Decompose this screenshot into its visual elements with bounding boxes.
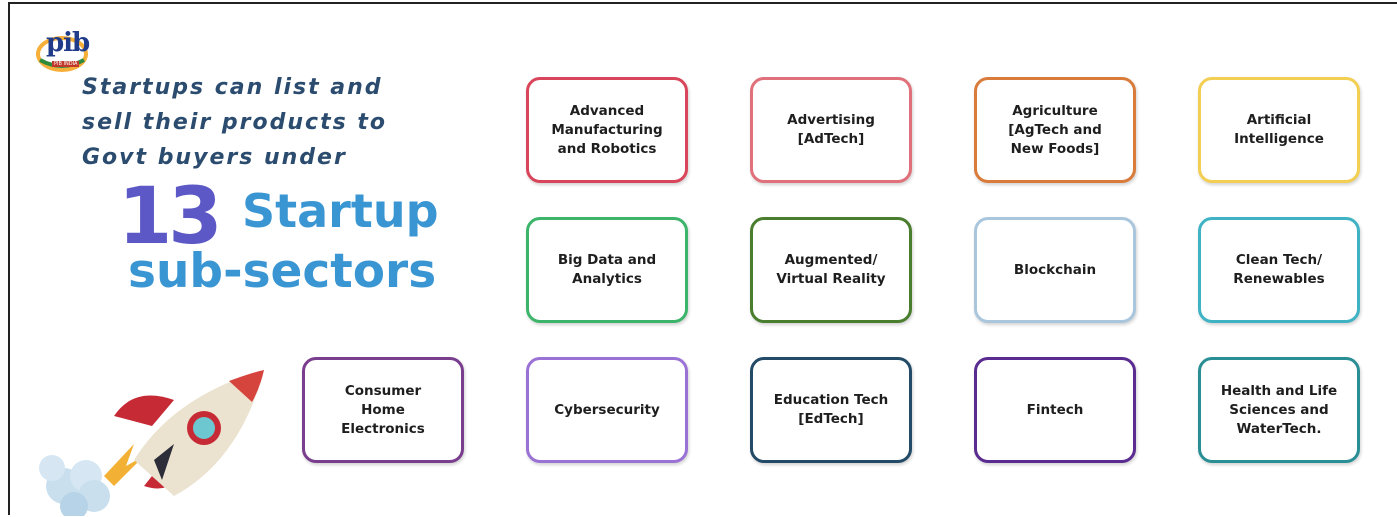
sector-label: Consumer Home Electronics (341, 382, 425, 437)
sector-card: Advanced Manufacturing and Robotics (526, 77, 688, 183)
sector-card: Blockchain (974, 217, 1136, 323)
sector-card: Education Tech [EdTech] (750, 357, 912, 463)
pib-logo-icon: pib PIB INDIA (32, 26, 104, 76)
intro-line-1: Startups can list and (82, 75, 383, 100)
sector-label: Cybersecurity (554, 401, 660, 418)
headline-word-startup: Startup (242, 184, 439, 238)
sector-card: Big Data and Analytics (526, 217, 688, 323)
intro-text: Startups can list and sell their product… (82, 70, 387, 175)
logo-text: pib (46, 28, 90, 58)
sector-card: Health and Life Sciences and WaterTech. (1198, 357, 1360, 463)
sector-label: Blockchain (1013, 261, 1097, 278)
sector-label: Augmented/ Virtual Reality (776, 252, 886, 287)
sector-card: Cybersecurity (526, 357, 688, 463)
sector-label: Advanced Manufacturing and Robotics (551, 102, 663, 157)
intro-line-3: Govt buyers under (82, 145, 347, 170)
rocket-icon (39, 370, 264, 516)
sector-label: Artificial Intelligence (1234, 112, 1324, 147)
sector-card: Agriculture [AgTech and New Foods] (974, 77, 1136, 183)
logo-subtext: PIB INDIA (52, 61, 80, 67)
headline-word-subsectors: sub-sectors (128, 244, 437, 299)
sector-card: Augmented/ Virtual Reality (750, 217, 912, 323)
sector-label: Big Data and Analytics (557, 252, 657, 287)
sector-card: Consumer Home Electronics (302, 357, 464, 463)
sector-label: Fintech (1026, 401, 1084, 418)
sector-label: Clean Tech/ Renewables (1233, 252, 1325, 287)
sector-card: Advertising [AdTech] (750, 77, 912, 183)
sector-card: Clean Tech/ Renewables (1198, 217, 1360, 323)
sector-label: Education Tech [EdTech] (773, 392, 889, 427)
page-frame (8, 2, 1397, 515)
intro-line-2: sell their products to (82, 110, 387, 135)
sector-label: Health and Life Sciences and WaterTech. (1220, 382, 1338, 437)
sector-label: Advertising [AdTech] (787, 112, 875, 147)
sector-card: Artificial Intelligence (1198, 77, 1360, 183)
headline-number: 13 (118, 172, 223, 262)
sector-label: Agriculture [AgTech and New Foods] (1008, 102, 1102, 157)
sector-card: Fintech (974, 357, 1136, 463)
